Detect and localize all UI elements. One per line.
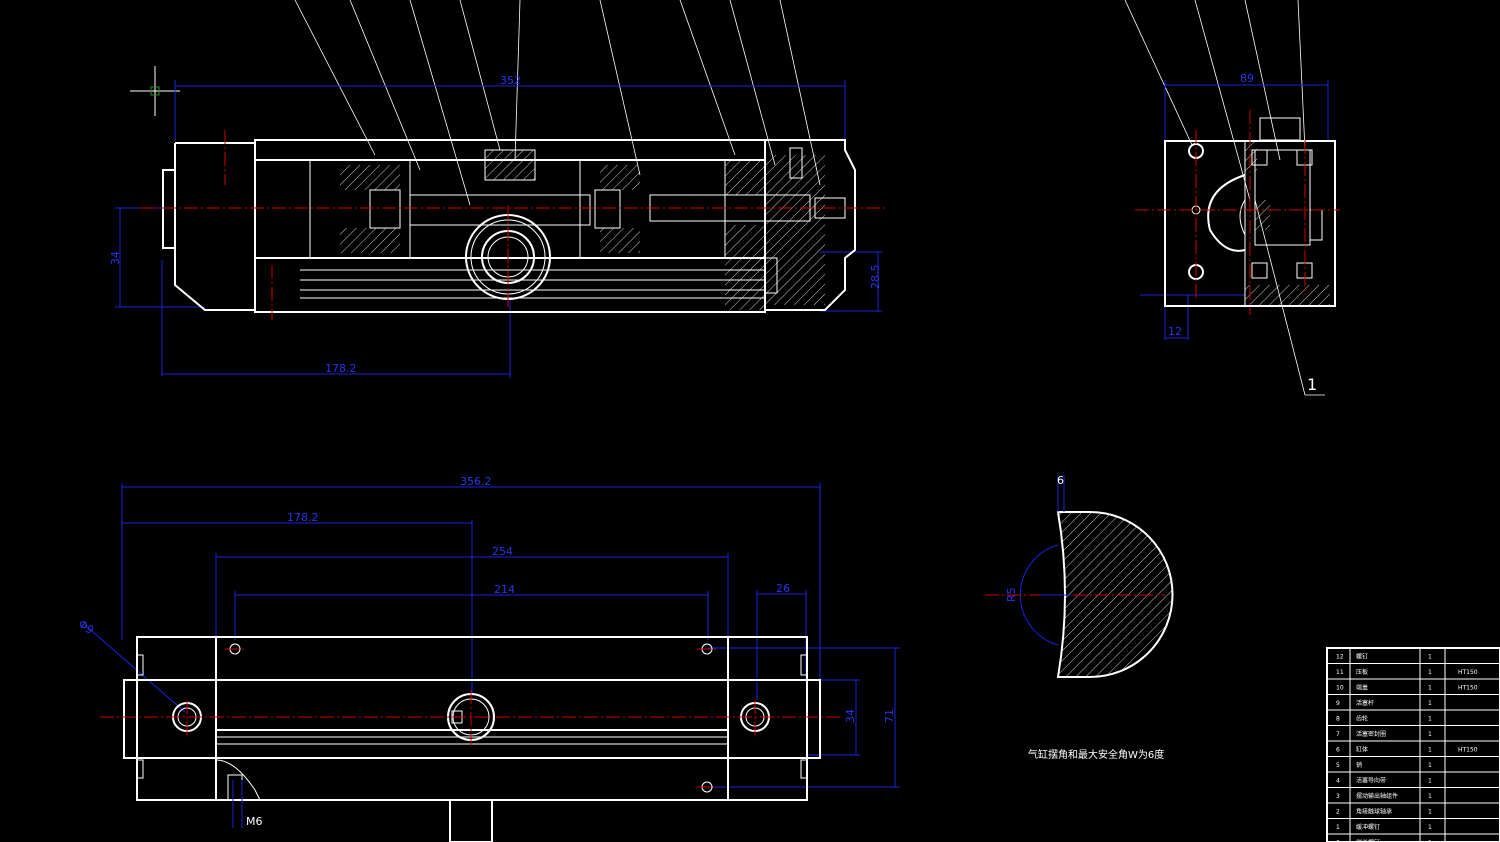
title-block-cell-no: 1 <box>1336 824 1340 831</box>
dim-side-width: 89 <box>1240 72 1254 85</box>
title-block-cell-qty: 1 <box>1428 762 1432 769</box>
title-block-cell-qty: 1 <box>1428 654 1432 661</box>
title-block-cell-no: 0 <box>1336 840 1340 842</box>
title-block-cell-qty: 1 <box>1428 669 1432 676</box>
title-block-cell-name: 压板 <box>1356 668 1368 676</box>
title-block-cell-no: 4 <box>1336 778 1340 785</box>
title-block-cell-qty: 1 <box>1428 700 1432 707</box>
dim-top-holes-outer: 254 <box>492 545 513 558</box>
dim-top-length: 356.2 <box>460 475 492 488</box>
dim-top-slot: 26 <box>776 582 790 595</box>
dim-front-length: 352 <box>500 74 521 87</box>
title-block-cell-name: 端盖 <box>1356 684 1368 692</box>
dim-top-h1: 34 <box>844 709 857 723</box>
dim-top-dia: Φ9 <box>76 617 96 637</box>
title-block-cell-name: 角接触球轴承 <box>1356 808 1392 816</box>
title-block-cell-no: 11 <box>1336 669 1344 676</box>
dim-front-height: 34 <box>109 251 122 265</box>
title-block-cell-qty: 1 <box>1428 731 1432 738</box>
title-block-cell-name: 活塞导向带 <box>1356 777 1386 785</box>
dim-side-bottom: 12 <box>1168 325 1182 338</box>
thread-label-m6: M6 <box>246 815 263 828</box>
dim-top-h2: 71 <box>883 709 896 723</box>
title-block-cell-name: 摆动输出轴组件 <box>1356 792 1398 800</box>
title-block-cell-name: 端盖螺钉 <box>1356 839 1380 842</box>
title-block-cell-qty: 1 <box>1428 824 1432 831</box>
top-view: 356.2 178.2 254 214 26 Φ9 34 71 M6 <box>76 475 900 842</box>
part-label-1: 1 <box>1307 375 1317 394</box>
dim-front-center: 178.2 <box>325 362 357 375</box>
dim-top-holes-inner: 214 <box>494 583 515 596</box>
title-block-cell-no: 10 <box>1336 685 1344 692</box>
title-block-cell-name: 螺钉 <box>1356 653 1368 661</box>
title-block-cell-qty: 1 <box>1428 685 1432 692</box>
dim-front-right: 28.5 <box>869 265 882 290</box>
leader-lines-front <box>294 0 821 206</box>
title-block-cell-qty: 1 <box>1428 809 1432 816</box>
title-block-cell-name: 销 <box>1356 761 1362 769</box>
dim-section-radius: R5 <box>1005 587 1018 602</box>
title-block-cell-qty: 1 <box>1428 793 1432 800</box>
title-block-cell-qty: 1 <box>1428 747 1432 754</box>
leader-lines-side <box>1124 0 1325 396</box>
title-block-cell-qty: 1 <box>1428 840 1432 842</box>
title-block-cell-no: 7 <box>1336 731 1340 738</box>
title-block-cell-mat: HT150 <box>1458 747 1478 754</box>
title-block-cell-mat: HT150 <box>1458 685 1478 692</box>
title-block-cell-mat: HT150 <box>1458 669 1478 676</box>
drawing-note: 气缸摆角和最大安全角W为6度 <box>1028 748 1164 761</box>
title-block-cell-no: 5 <box>1336 762 1340 769</box>
title-block-cell-name: 齿轮 <box>1356 715 1368 723</box>
title-block-cell-no: 3 <box>1336 793 1340 800</box>
title-block-cell-name: 缓冲螺钉 <box>1356 823 1380 831</box>
front-section-view: 352 34 178.2 28.5 <box>109 0 885 378</box>
section-detail-view: 6 R5 气缸摆角和最大安全角W为6度 <box>985 474 1174 761</box>
title-block-cell-qty: 1 <box>1428 778 1432 785</box>
title-block-cell-no: 12 <box>1336 654 1344 661</box>
dim-top-center: 178.2 <box>287 511 319 524</box>
side-view: 1 89 12 <box>1124 0 1340 396</box>
title-block-cell-qty: 1 <box>1428 716 1432 723</box>
title-block-cell-no: 6 <box>1336 747 1340 754</box>
title-block-cell-name: 缸体 <box>1356 746 1368 754</box>
title-block-cell-no: 9 <box>1336 700 1340 707</box>
cursor-crosshair-icon <box>130 66 180 116</box>
title-block-cell-no: 8 <box>1336 716 1340 723</box>
title-block-cell-no: 2 <box>1336 809 1340 816</box>
title-block-cell-name: 活塞密封圈 <box>1356 730 1386 738</box>
dim-section-angle: 6 <box>1057 474 1064 487</box>
title-block-cell-name: 活塞杆 <box>1356 699 1374 707</box>
